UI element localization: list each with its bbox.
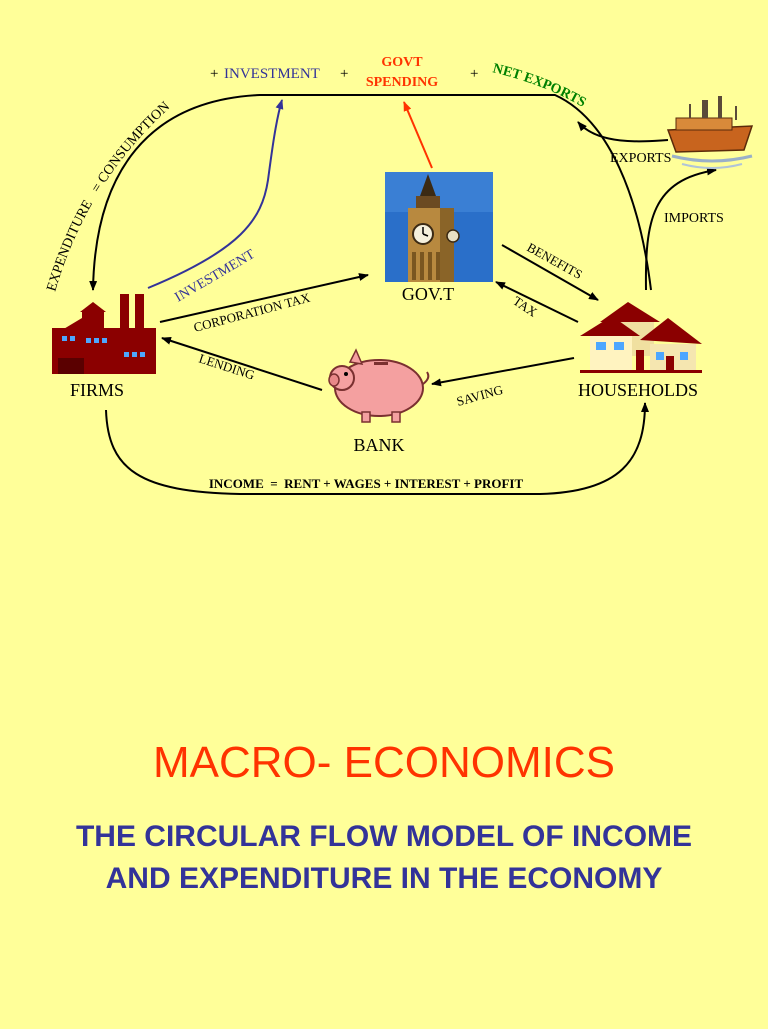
firms-label: FIRMS — [70, 380, 124, 400]
page-title: MACRO- ECONOMICS — [153, 738, 615, 787]
imports-label: IMPORTS — [664, 211, 724, 226]
tax-arrow — [495, 281, 579, 323]
page-subtitle: THE CIRCULAR FLOW MODEL OF INCOME AND EX… — [75, 820, 693, 895]
houses-icon — [580, 302, 702, 373]
piggy-bank-icon — [328, 348, 430, 423]
govt-label: GOV.T — [402, 284, 454, 304]
lending-arrow — [161, 336, 323, 391]
exports-arrow — [577, 121, 669, 143]
factory-icon — [52, 294, 156, 374]
corporation-tax-arrow — [159, 273, 369, 323]
households-label: HOUSEHOLDS — [578, 380, 698, 400]
investment-top-label: INVESTMENT — [224, 66, 320, 82]
income-loop-arrow — [105, 402, 649, 495]
bank-label: BANK — [353, 435, 404, 455]
exports-label: EXPORTS — [610, 151, 671, 166]
plus-sign: + — [340, 66, 348, 82]
lending-label: LENDING — [197, 351, 257, 383]
corporation-tax-label: CORPORATION TAX — [192, 290, 312, 335]
govt-spending-label-line2: SPENDING — [366, 75, 438, 90]
plus-sign: + — [210, 66, 218, 82]
imports-arrow — [644, 167, 717, 291]
cargo-ship-icon — [666, 96, 754, 169]
govt-spending-label-line1: GOVT — [381, 55, 423, 70]
income-equation: INCOME = RENT + WAGES + INTEREST + PROFI… — [209, 476, 524, 491]
saving-label: SAVING — [455, 382, 505, 409]
expenditure-loop-arrow — [89, 94, 652, 291]
big-ben-image — [385, 172, 493, 282]
govt-spending-arrow — [403, 101, 433, 169]
investment-arrow — [147, 99, 284, 289]
expenditure-label: EXPENDITURE — [44, 198, 96, 293]
investment-flow-label: INVESTMENT — [173, 247, 259, 306]
benefits-arrow — [501, 244, 599, 301]
saving-arrow — [431, 357, 575, 387]
net-exports-label: NET EXPORTS — [491, 61, 588, 110]
equals-consumption-label: = CONSUMPTION — [89, 99, 173, 195]
plus-sign: + — [470, 66, 478, 82]
